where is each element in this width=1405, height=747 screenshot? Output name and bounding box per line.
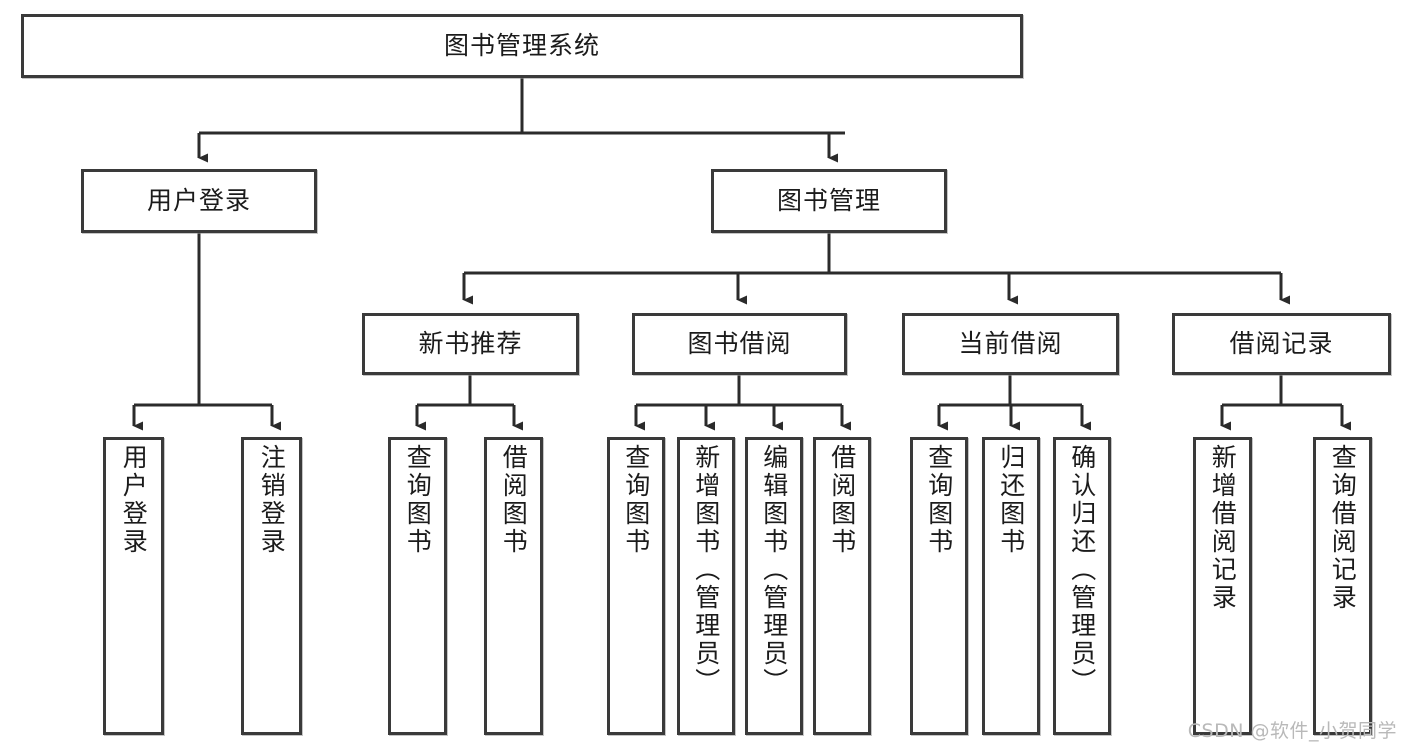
node-leaf-return-book[interactable]: 归还图书: [982, 437, 1040, 735]
node-leaf-logout-login-label: 注销登录: [257, 444, 287, 556]
node-leaf-user-login-label: 用户登录: [119, 444, 149, 556]
node-leaf-edit-book-label: 编辑图书（管理员）: [759, 444, 789, 696]
node-new-book-recommend-label: 新书推荐: [418, 328, 523, 358]
node-leaf-query-book-2-label: 查询图书: [621, 444, 651, 556]
node-leaf-query-book-3[interactable]: 查询图书: [910, 437, 968, 735]
node-current-borrow[interactable]: 当前借阅: [902, 313, 1119, 375]
node-leaf-borrow-book-1[interactable]: 借阅图书: [484, 437, 543, 735]
node-leaf-query-book-1[interactable]: 查询图书: [388, 437, 447, 735]
node-new-book-recommend[interactable]: 新书推荐: [362, 313, 579, 375]
node-borrow-record[interactable]: 借阅记录: [1172, 313, 1391, 375]
node-root-label: 图书管理系统: [443, 30, 600, 60]
node-book-borrow-label: 图书借阅: [687, 328, 792, 358]
node-leaf-user-login[interactable]: 用户登录: [103, 437, 164, 735]
node-leaf-confirm-return-label: 确认归还（管理员）: [1067, 444, 1097, 696]
csdn-watermark: CSDN @软件_小贺同学: [1187, 720, 1397, 742]
node-leaf-edit-book[interactable]: 编辑图书（管理员）: [745, 437, 803, 735]
node-leaf-add-book-label: 新增图书（管理员）: [691, 444, 721, 696]
node-current-borrow-label: 当前借阅: [958, 328, 1063, 358]
node-user-login[interactable]: 用户登录: [81, 169, 317, 233]
node-book-management[interactable]: 图书管理: [711, 169, 947, 233]
node-leaf-borrow-book-1-label: 借阅图书: [499, 444, 529, 556]
node-leaf-add-book[interactable]: 新增图书（管理员）: [677, 437, 735, 735]
node-user-login-label: 用户登录: [146, 185, 251, 215]
node-leaf-query-book-1-label: 查询图书: [403, 444, 433, 556]
node-leaf-return-book-label: 归还图书: [996, 444, 1026, 556]
node-leaf-add-record[interactable]: 新增借阅记录: [1193, 437, 1252, 735]
node-leaf-logout-login[interactable]: 注销登录: [241, 437, 302, 735]
node-borrow-record-label: 借阅记录: [1229, 328, 1334, 358]
node-book-management-label: 图书管理: [776, 185, 881, 215]
node-leaf-confirm-return[interactable]: 确认归还（管理员）: [1053, 437, 1111, 735]
node-leaf-query-record[interactable]: 查询借阅记录: [1313, 437, 1372, 735]
node-leaf-query-book-3-label: 查询图书: [924, 444, 954, 556]
node-book-borrow[interactable]: 图书借阅: [632, 313, 847, 375]
node-leaf-query-book-2[interactable]: 查询图书: [607, 437, 665, 735]
node-root[interactable]: 图书管理系统: [21, 14, 1023, 78]
node-leaf-query-record-label: 查询借阅记录: [1328, 444, 1358, 612]
node-leaf-borrow-book-2[interactable]: 借阅图书: [813, 437, 871, 735]
node-leaf-borrow-book-2-label: 借阅图书: [827, 444, 857, 556]
node-leaf-add-record-label: 新增借阅记录: [1208, 444, 1238, 612]
